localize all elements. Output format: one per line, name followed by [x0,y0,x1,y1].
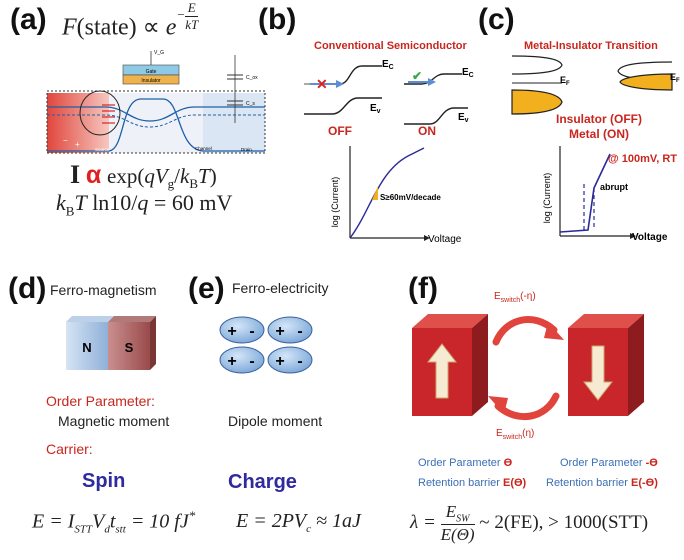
panel-c-title: Metal-Insulator Transition [524,40,658,52]
north-pole: N [82,340,91,355]
on-state-label: ON [418,124,436,138]
mit-band-sketch: EF EF [511,55,680,115]
gate-label: Gate [146,69,157,75]
panel-e-title: Ferro-electricity [232,280,329,296]
current-symbol: I [70,160,81,189]
carrier-label: Carrier: [46,441,93,457]
b-xlabel: Voltage [428,234,462,245]
off-ev-label: Ev [370,103,381,115]
svg-text:+: + [227,353,236,370]
mit-condition: @ 100mV, RT [608,153,678,165]
current-formula: I α exp(qVg/kBT) [70,160,217,192]
svg-text:-: - [249,353,254,370]
insulator-label: Insulator [141,78,161,84]
right-retention-barrier: Retention barrier E(-ϴ) [546,477,658,489]
off-state-label: OFF [328,124,352,138]
svg-text:+: + [275,323,284,340]
lambda-formula: λ = ESW E(Θ) ~ 2(FE), > 1000(STT) [410,502,649,545]
left-retention-barrier: Retention barrier E(ϴ) [418,477,527,489]
proportional-symbol: α [85,161,102,189]
carrier-spin: Spin [82,470,126,492]
swing-formula: kBT ln10/q = 60 mV [56,190,233,219]
south-pole: S [125,340,134,355]
c-xlabel: Voltage [632,232,668,243]
b-ylabel: log (Current) [330,177,340,228]
svg-text:Channel: Channel [195,146,212,151]
drain-label: Drain [241,147,252,152]
svg-text:−: − [63,136,68,145]
panel-label-e: (e) [188,272,225,305]
right-order-parameter: Order Parameter -ϴ [560,457,658,469]
dipole-2: + - [267,316,313,344]
left-cube-up [412,314,488,416]
panel-label-b: (b) [258,3,297,36]
c-abrupt: abrupt [600,182,628,192]
dipole-1: + - [219,316,265,344]
mit-state-labels: Insulator (OFF) Metal (ON) [556,112,642,142]
cs-label: C_s [246,101,255,107]
svg-text:+: + [75,140,80,149]
svg-text:+: + [227,323,236,340]
left-order-parameter: Order Parameter ϴ [418,457,513,469]
dipole-array-icon: + - + - + - + - [219,316,313,374]
c-ef-left: EF [560,75,570,87]
svg-text:-: - [297,323,302,340]
switch-energy-top: Eswitch(-η) [494,291,536,304]
insulator-off-label: Insulator (OFF) [556,112,642,126]
dipole-3: + - [219,346,265,374]
order-parameter-label: Order Parameter: [46,393,155,409]
switching-cycle-diagram [412,314,644,420]
fe-energy-formula: E = 2PVc ≈ 1aJ [236,510,361,535]
panel-label-f: (f) [408,272,438,305]
svg-text:-: - [297,353,302,370]
semiconductor-iv-chart: log (Current) Voltage S≥60mV/decade [330,146,462,245]
panel-label-c: (c) [478,3,515,36]
svg-text:✔: ✔ [412,69,422,83]
b-slope-note: S≥60mV/decade [380,193,441,202]
c-ef-right: EF [670,72,680,84]
off-ec-label: EC [382,59,394,71]
switch-energy-bottom: Eswitch(η) [496,428,535,441]
on-ec-label: EC [462,67,474,79]
svg-text:+: + [275,353,284,370]
source-label: Source [95,147,110,152]
carrier-charge: Charge [228,471,297,493]
panel-d-title: Ferro-magnetism [50,282,157,298]
svg-text:✕: ✕ [316,76,328,92]
vg-label: V_G [154,50,164,56]
on-ev-label: Ev [458,112,469,124]
dipole-moment-label: Dipole moment [228,413,323,429]
cox-label: C_ox [246,75,258,81]
magnetic-moment-label: Magnetic moment [58,413,170,429]
dipole-4: + - [267,346,313,374]
mit-iv-chart: log (Current) Voltage abrupt [542,146,668,243]
semiconductor-band-sketch: ✕ EC Ev ✔ EC Ev [304,59,474,125]
right-cube-down [568,314,644,416]
bar-magnet-icon: N S [66,316,156,370]
stt-energy-formula: E = ISTTVdtstt = 10 fJ* [32,508,196,536]
c-ylabel: log (Current) [542,173,552,224]
panel-label-d: (d) [8,272,47,305]
panel-b-title: Conventional Semiconductor [314,40,467,52]
svg-text:-: - [249,323,254,340]
panel-label-a: (a) [10,3,47,36]
metal-on-label: Metal (ON) [569,127,629,141]
mosfet-band-diagram: Gate Insulator V_G − + Channel Source Dr… [46,50,266,154]
